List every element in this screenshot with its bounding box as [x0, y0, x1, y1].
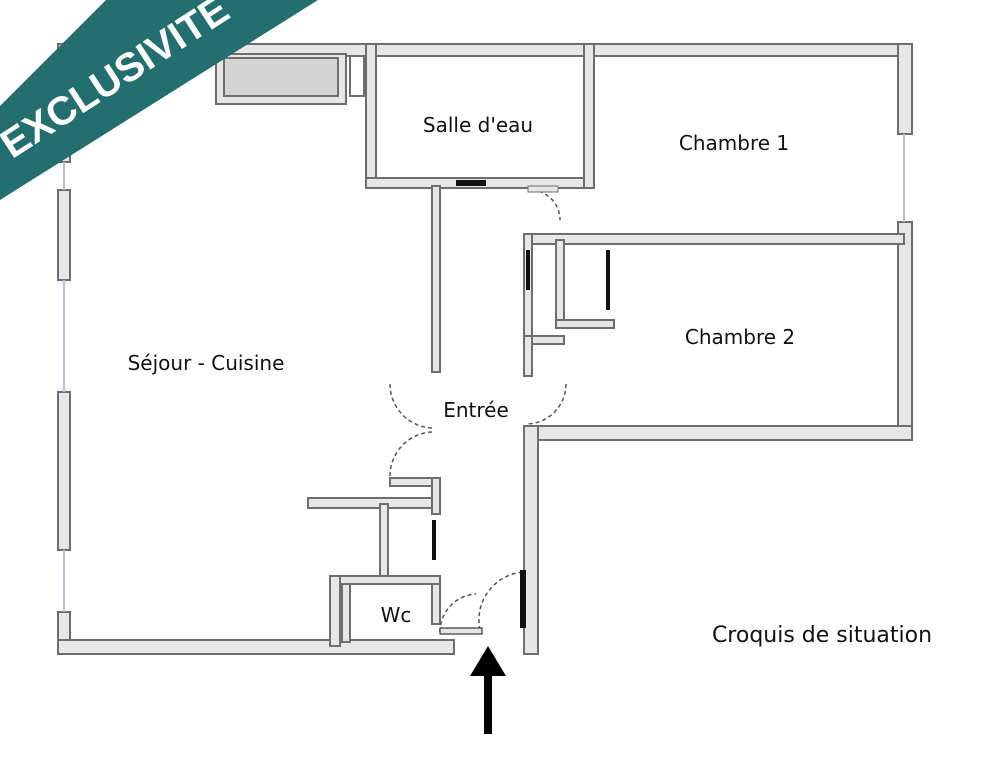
wall-right-1 [897, 43, 913, 135]
door-entree-left-arc [389, 383, 433, 429]
closet-door-1 [526, 250, 530, 290]
door-wc-leaf [439, 627, 483, 635]
door-sde-arc [531, 189, 561, 221]
wall-ch1-ch2 [523, 233, 905, 245]
wall-left-2 [57, 189, 71, 281]
label-entree: Entrée [443, 398, 509, 422]
wall-wc-right [431, 583, 441, 625]
wall-wc-left2 [341, 583, 351, 643]
label-sejour: Séjour - Cuisine [128, 351, 285, 375]
door-entree-right-arc [525, 383, 567, 425]
door-ch1-leaf [527, 185, 559, 193]
wall-storage-bottom [339, 575, 441, 585]
door-entree-left-arc2 [389, 431, 433, 477]
wall-storage-top [307, 497, 441, 509]
doors [389, 180, 610, 635]
windows [63, 134, 905, 612]
label-salle-eau: Salle d'eau [423, 113, 533, 137]
wall-wc-left [329, 575, 341, 647]
caption: Croquis de situation [712, 623, 932, 648]
banner-ribbon [0, 0, 318, 200]
wall-storage-right [431, 477, 441, 515]
kitchen-side [349, 55, 365, 97]
door-sde-leaf [456, 180, 486, 186]
label-chambre1: Chambre 1 [679, 131, 789, 155]
wall-chambre2-bottom [523, 425, 913, 441]
wall-sde-right [583, 43, 595, 189]
kitchen-cabinet-inner [223, 57, 339, 97]
walls [57, 43, 913, 655]
wall-bottom-sejour [57, 639, 455, 655]
door-front-arc [478, 571, 525, 631]
closet-door-2 [606, 250, 610, 310]
wall-sejour-corridor [431, 185, 441, 373]
entrance-arrow-icon [470, 646, 506, 734]
label-wc: Wc [381, 603, 412, 627]
wall-corridor-right [523, 425, 539, 655]
wall-storage-mid [379, 503, 389, 579]
wall-corridor-right-upper [523, 335, 533, 377]
wall-right-2 [897, 221, 913, 441]
wall-left-3 [57, 391, 71, 551]
door-front-leaf [520, 570, 526, 628]
closet-door-3 [432, 520, 436, 560]
wall-closet-div [555, 239, 565, 329]
door-wc-arc [439, 593, 477, 633]
label-chambre2: Chambre 2 [685, 325, 795, 349]
wall-closet-bottom [555, 319, 615, 329]
wall-sde-left [365, 43, 377, 187]
